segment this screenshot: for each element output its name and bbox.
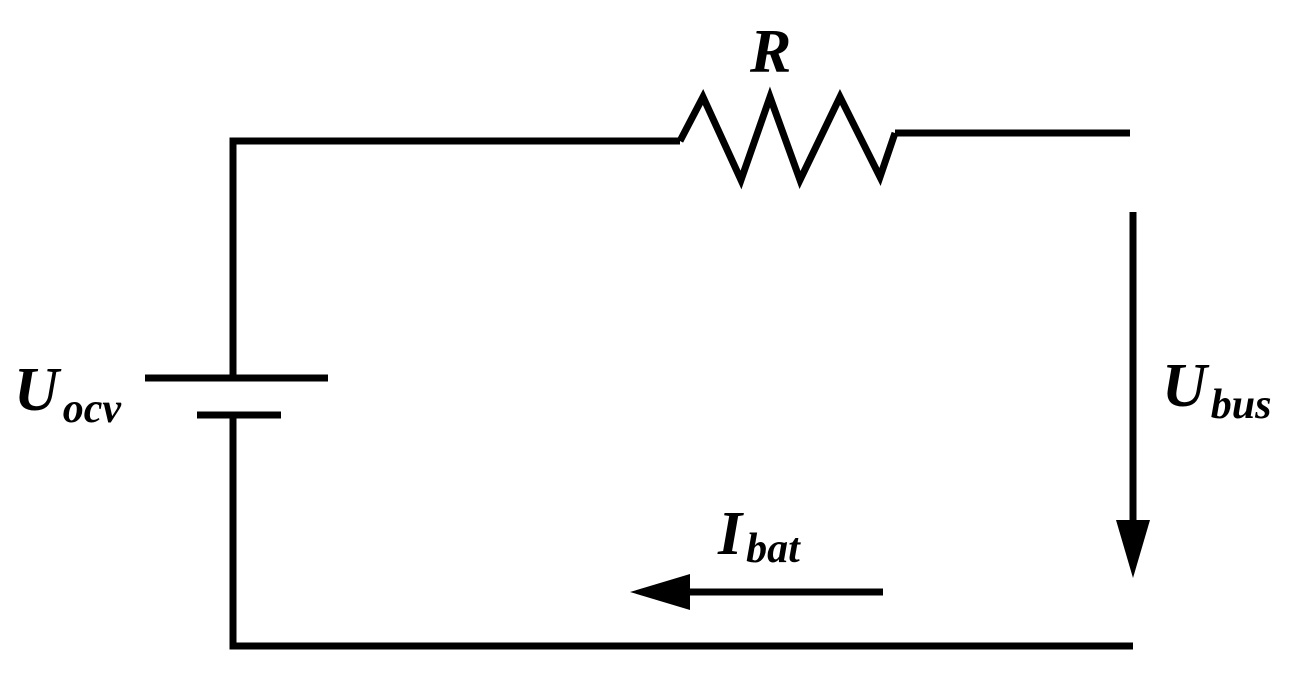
ocv-subscript: ocv (63, 386, 123, 432)
bus-voltage-arrowhead (1116, 520, 1150, 578)
bus-subscript: bus (1211, 382, 1272, 428)
open-circuit-voltage-label: Uocv (14, 356, 122, 432)
resistor-label: R (749, 18, 791, 86)
resistor-symbol (676, 86, 899, 190)
wire-top-left (229, 137, 680, 375)
battery-current-arrowhead (630, 574, 690, 610)
battery-current-label: Ibat (717, 500, 801, 572)
wire-bottom (229, 415, 1133, 650)
bat-subscript: bat (746, 526, 801, 572)
ocv-main-letter: U (14, 356, 62, 424)
bus-voltage-label: Ubus (1162, 352, 1271, 428)
bus-main-letter: U (1162, 352, 1210, 420)
bat-main-letter: I (717, 500, 744, 568)
